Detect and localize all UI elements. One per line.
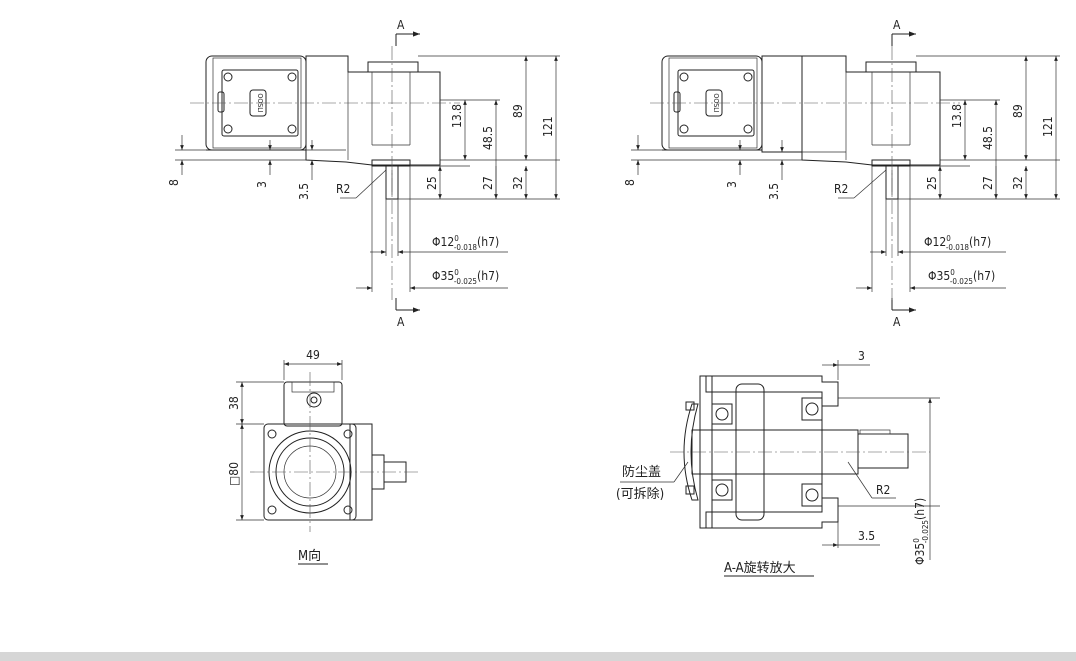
radius-r2: R2 bbox=[336, 182, 350, 196]
radius-r2: R2 bbox=[834, 182, 848, 196]
section-view-aa bbox=[670, 375, 930, 529]
dim-32: 32 bbox=[511, 176, 525, 190]
reducer-housing bbox=[801, 55, 941, 167]
dim-27: 27 bbox=[481, 176, 495, 190]
dimensions-aa: 3 R2 3.5 Φ350-0.025(h7) 防尘盖 (可拆除) A-A旋转放… bbox=[616, 349, 940, 577]
dim-aa-pilot-diameter: Φ350-0.025(h7) bbox=[912, 498, 930, 565]
dim-pilot-diameter: Φ350-0.025(h7) bbox=[928, 268, 995, 286]
dim-aa-3: 3 bbox=[858, 349, 865, 363]
dim-38: 38 bbox=[227, 396, 241, 410]
section-letter: A bbox=[397, 315, 405, 329]
dim-89: 89 bbox=[511, 104, 525, 118]
dim-pilot-diameter: Φ350-0.025(h7) bbox=[432, 268, 499, 286]
dim-3: 3 bbox=[255, 181, 269, 188]
section-letter: A bbox=[893, 18, 901, 32]
dim-square-80: □80 bbox=[227, 462, 241, 486]
dim-8: 8 bbox=[167, 179, 181, 186]
dim-48-5: 48.5 bbox=[481, 126, 495, 150]
dim-3: 3 bbox=[725, 181, 739, 188]
dim-3-5: 3.5 bbox=[297, 183, 311, 200]
section-arrow-top-right: A bbox=[891, 18, 916, 46]
aa-view-label: A-A旋转放大 bbox=[724, 561, 796, 576]
dim-13-8: 13.8 bbox=[950, 104, 964, 128]
dimensions-right: 13.8 48.5 89 121 32 27 25 8 3 3.5 R2 Φ12… bbox=[623, 55, 1060, 292]
section-arrow-bottom-left: A bbox=[395, 298, 420, 329]
dim-48-5: 48.5 bbox=[981, 126, 995, 150]
dimensions-m-view: 49 38 □80 M向 bbox=[227, 348, 343, 565]
front-view-m bbox=[250, 372, 420, 532]
m-view-label: M向 bbox=[298, 548, 321, 564]
dim-aa-3-5: 3.5 bbox=[858, 529, 875, 543]
dim-25: 25 bbox=[425, 176, 439, 190]
dust-cover-label: 防尘盖 bbox=[622, 464, 661, 480]
dim-13-8: 13.8 bbox=[450, 104, 464, 128]
dim-32: 32 bbox=[1011, 176, 1025, 190]
section-letter: A bbox=[397, 18, 405, 32]
side-view-left: A A OOSLI bbox=[190, 18, 460, 329]
section-letter: A bbox=[893, 315, 901, 329]
bottom-bar bbox=[0, 652, 1076, 661]
reducer-housing bbox=[305, 55, 441, 167]
dim-25: 25 bbox=[925, 176, 939, 190]
dim-49: 49 bbox=[306, 348, 320, 362]
radius-aa-r2: R2 bbox=[876, 483, 890, 497]
adapter-spacer bbox=[761, 55, 803, 153]
dim-8: 8 bbox=[623, 179, 637, 186]
dust-cover-note: (可拆除) bbox=[616, 487, 664, 502]
dim-27: 27 bbox=[981, 176, 995, 190]
dim-121: 121 bbox=[541, 116, 555, 137]
dim-89: 89 bbox=[1011, 104, 1025, 118]
dim-shaft-diameter: Φ120-0.018(h7) bbox=[432, 234, 499, 252]
side-view-right: A A OOSLI bbox=[650, 18, 960, 329]
section-arrow-bottom-right: A bbox=[891, 298, 916, 329]
dim-121: 121 bbox=[1041, 116, 1055, 137]
dim-3-5: 3.5 bbox=[767, 183, 781, 200]
section-arrow-top-left: A bbox=[395, 18, 420, 46]
dim-shaft-diameter: Φ120-0.018(h7) bbox=[924, 234, 991, 252]
dimensions-left: 13.8 48.5 89 121 32 27 25 8 3 3.5 R2 bbox=[167, 55, 560, 292]
